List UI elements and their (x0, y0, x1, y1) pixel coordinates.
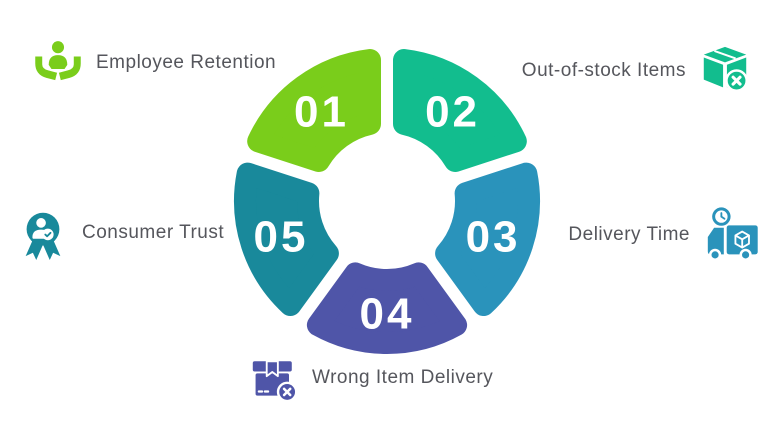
hands-holding-person-icon (32, 37, 84, 89)
donut-segment-05 (234, 162, 339, 317)
label-row-wrong-item-delivery: Wrong Item Delivery (250, 352, 493, 404)
wrong-box-cancel-icon (250, 352, 302, 404)
label-row-consumer-trust: Consumer Trust (16, 206, 224, 260)
donut-segment-01 (247, 49, 381, 172)
label-employee-retention: Employee Retention (96, 52, 277, 73)
label-row-delivery-time: Delivery Time (568, 204, 764, 266)
segment-number-04: 04 (360, 289, 415, 338)
delivery-truck-clock-icon (702, 204, 764, 266)
segment-number-02: 02 (425, 88, 480, 137)
label-consumer-trust: Consumer Trust (82, 222, 225, 243)
box-cancel-icon (698, 44, 752, 98)
donut-segment-02 (393, 49, 527, 172)
label-row-out-of-stock-items: Out-of-stock Items (522, 44, 752, 98)
donut-segment-03 (435, 162, 540, 317)
donut-segment-04 (306, 262, 468, 354)
segment-number-03: 03 (466, 212, 521, 261)
label-row-employee-retention: Employee Retention (32, 37, 276, 89)
award-person-check-icon (16, 206, 70, 260)
label-delivery-time: Delivery Time (568, 224, 690, 245)
segment-number-01: 01 (294, 88, 349, 137)
segment-number-05: 05 (253, 212, 308, 261)
label-out-of-stock-items: Out-of-stock Items (521, 60, 686, 81)
label-wrong-item-delivery: Wrong Item Delivery (312, 367, 494, 388)
